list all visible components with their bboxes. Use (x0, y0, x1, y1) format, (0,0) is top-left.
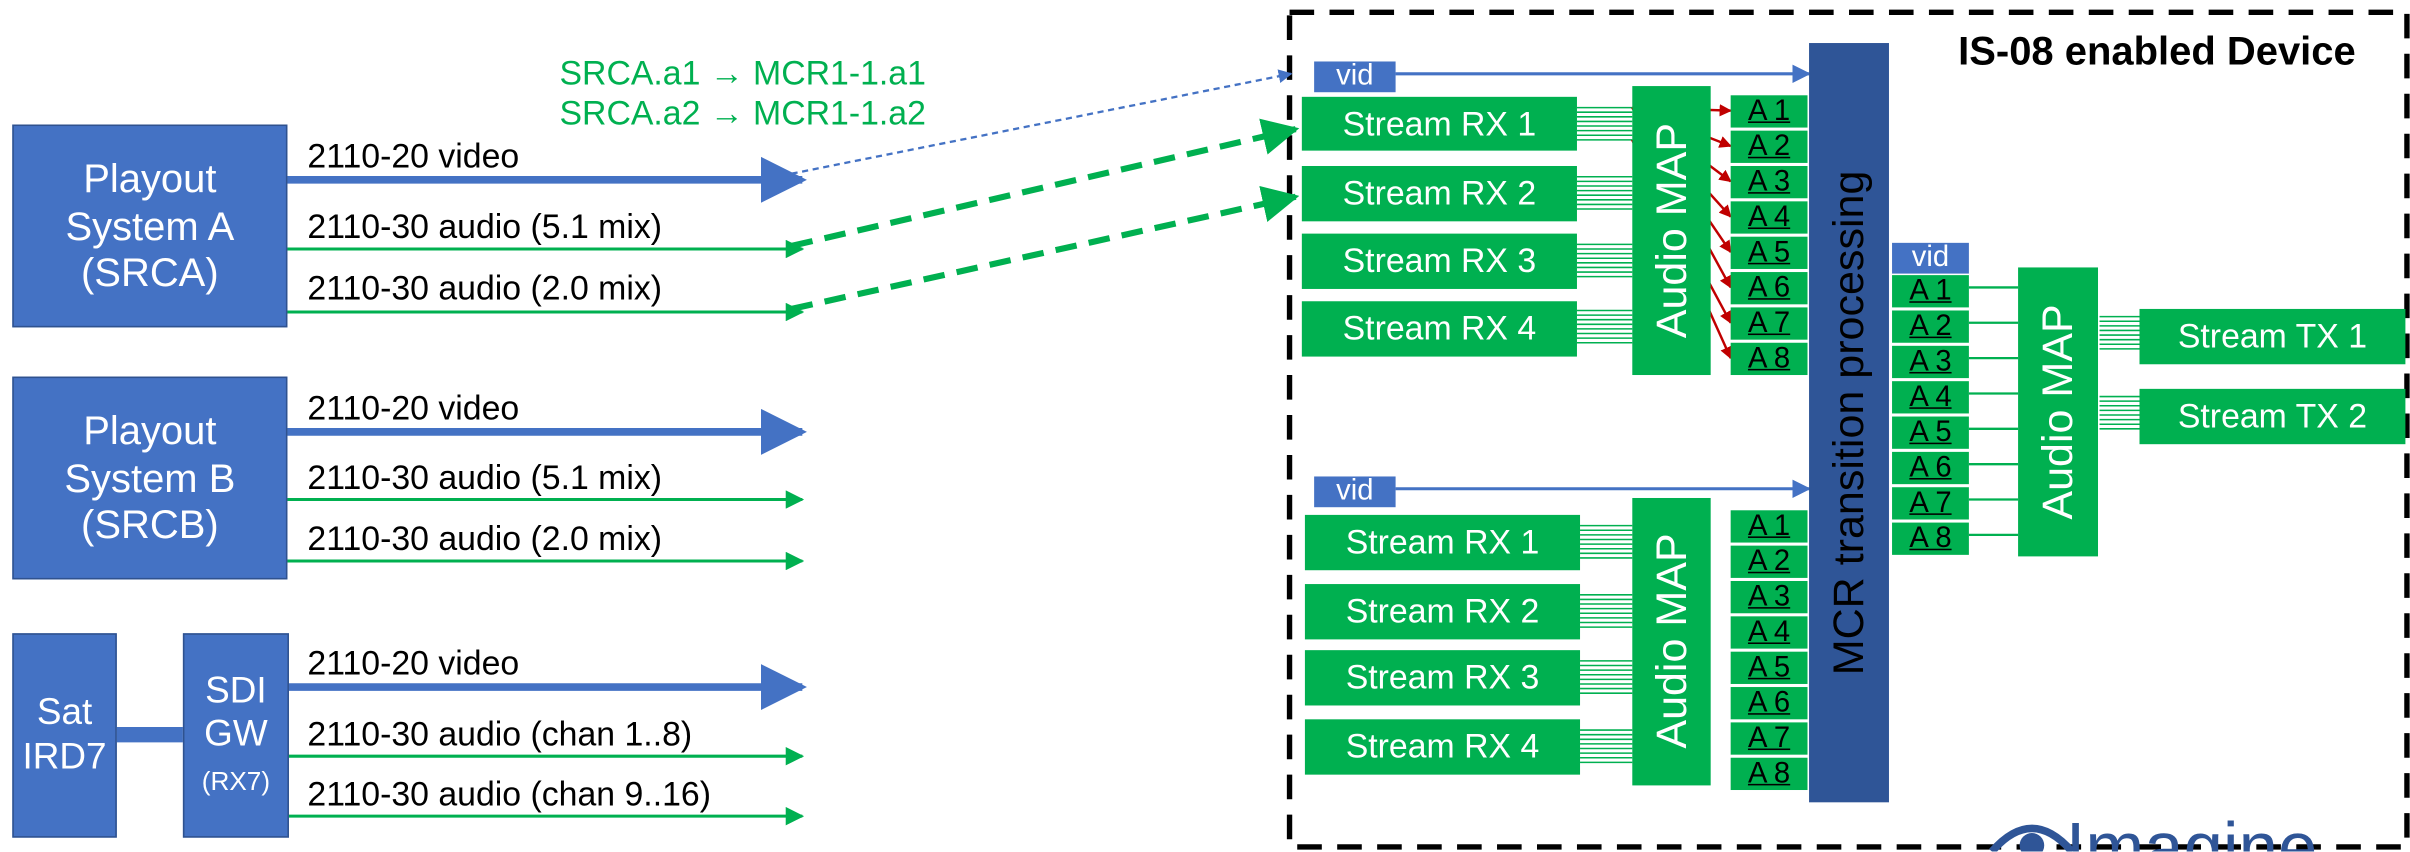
stream-rx-2-top[interactable]: Stream RX 2 (1301, 165, 1577, 222)
channel-bottom-a3: A 3 (1730, 580, 1808, 614)
channel-bottom-a6: A 6 (1730, 687, 1808, 720)
flow-a-audio51-label: 2110-30 audio (5.1 mix) (307, 207, 663, 246)
flow-b-audio20-label: 2110-30 audio (2.0 mix) (307, 519, 663, 558)
flow-b-audio51-label: 2110-30 audio (5.1 mix) (307, 458, 663, 497)
audio-map-output[interactable]: Audio MAP (2018, 267, 2099, 557)
source-b-line-2: System B (64, 454, 236, 501)
channel-bottom-a4: A 4 (1730, 616, 1808, 649)
sdi-gw-line-1: SDI (205, 670, 267, 712)
channel-out-a7: A 7 (1892, 487, 1969, 520)
stream-rx-4-top[interactable]: Stream RX 4 (1301, 301, 1577, 357)
logo-mark (1989, 824, 2075, 852)
stream-tx-1[interactable]: Stream TX 1 (2139, 308, 2406, 365)
audio-map-bottom[interactable]: Audio MAP (1632, 497, 1711, 786)
source-a-line-1: Playout (83, 155, 217, 202)
channel-bottom-a7: A 7 (1730, 722, 1808, 755)
sdi-gw-line-3: (RX7) (201, 766, 271, 796)
mapping-note-line-2: SRCA.a2 → MCR1-1.a2 (559, 93, 926, 133)
audio-map-output-label: Audio MAP (2034, 304, 2082, 520)
channel-out-a4: A 4 (1892, 381, 1969, 414)
vid-label-top: vid (1314, 60, 1396, 93)
channel-top-a2: A 2 (1730, 130, 1808, 163)
channel-bottom-a5: A 5 (1730, 651, 1808, 684)
channel-out-a3: A 3 (1892, 345, 1969, 379)
mcr-label: MCR transition processing (1825, 170, 1873, 676)
route-video-dotted (791, 69, 1293, 175)
channel-out-a5: A 5 (1892, 416, 1969, 449)
flow-a-video-label: 2110-20 video (307, 136, 520, 176)
channel-top-a6: A 6 (1730, 272, 1808, 305)
audio-map-bottom-label: Audio MAP (1647, 534, 1696, 750)
flow-a-audio20-label: 2110-30 audio (2.0 mix) (307, 268, 663, 308)
flow-c-audio1-label: 2110-30 audio (chan 1..8) (307, 714, 693, 754)
logo: Imagine (1986, 805, 2410, 852)
rx-fan-lines-top (1576, 106, 1633, 344)
channel-bottom-a8: A 8 (1730, 757, 1808, 791)
sdi-gw-line-2: GW (204, 713, 268, 756)
channel-out-a8: A 8 (1892, 522, 1969, 555)
stream-rx-4-bottom[interactable]: Stream RX 4 (1304, 719, 1581, 775)
channel-bottom-a2: A 2 (1730, 545, 1808, 578)
source-a-line-2: System A (65, 202, 235, 249)
device-boundary (1286, 9, 2410, 850)
flow-c-audio2-label: 2110-30 audio (chan 9..16) (307, 774, 711, 814)
source-a-line-3: (SRCA) (81, 249, 219, 296)
mcr-transition-processing[interactable]: MCR transition processing (1809, 43, 1889, 803)
flow-c-video-label: 2110-20 video (307, 644, 520, 683)
device-title: IS-08 enabled Device (1958, 27, 2356, 74)
audio-map-top-label: Audio MAP (1647, 122, 1696, 339)
sat-ird-line-1: Sat (36, 691, 93, 734)
vid-label-output: vid (1892, 241, 1969, 274)
stream-rx-2-bottom[interactable]: Stream RX 2 (1304, 584, 1581, 640)
channel-top-a8: A 8 (1730, 342, 1808, 376)
vid-label-bottom: vid (1314, 475, 1396, 508)
route-audio-20-dashed (790, 185, 1300, 312)
route-audio-51-dashed (790, 118, 1300, 249)
stream-rx-1-top[interactable]: Stream RX 1 (1301, 96, 1577, 151)
channel-top-a1: A 1 (1730, 95, 1808, 128)
stream-tx-2[interactable]: Stream TX 2 (2139, 388, 2406, 445)
mapping-note-line-1: SRCA.a1 → MCR1-1.a1 (559, 53, 926, 93)
rx-fan-lines-bottom (1580, 524, 1633, 764)
flow-b-video-label: 2110-20 video (307, 388, 520, 428)
stream-rx-3-top[interactable]: Stream RX 3 (1301, 233, 1577, 289)
channel-top-a7: A 7 (1730, 307, 1808, 340)
channel-top-a3: A 3 (1730, 165, 1808, 199)
sat-ird-line-2: IRD7 (22, 735, 107, 777)
stream-rx-3-bottom[interactable]: Stream RX 3 (1304, 650, 1581, 706)
channel-out-a1: A 1 (1892, 275, 1969, 308)
channel-bottom-a1: A 1 (1730, 510, 1808, 543)
channel-top-a4: A 4 (1730, 201, 1808, 234)
channel-out-a6: A 6 (1892, 451, 1969, 485)
stream-rx-1-bottom[interactable]: Stream RX 1 (1304, 514, 1581, 571)
tx-fan-lines (2099, 315, 2140, 430)
audio-map-top[interactable]: Audio MAP (1632, 86, 1711, 376)
logo-text: Imagine (2065, 806, 2318, 852)
source-b-line-3: (SRCB) (81, 501, 219, 548)
out-channel-links (1968, 286, 2019, 537)
channel-top-a5: A 5 (1730, 236, 1808, 269)
channel-out-a2: A 2 (1892, 310, 1969, 343)
source-b-line-1: Playout (83, 407, 217, 454)
